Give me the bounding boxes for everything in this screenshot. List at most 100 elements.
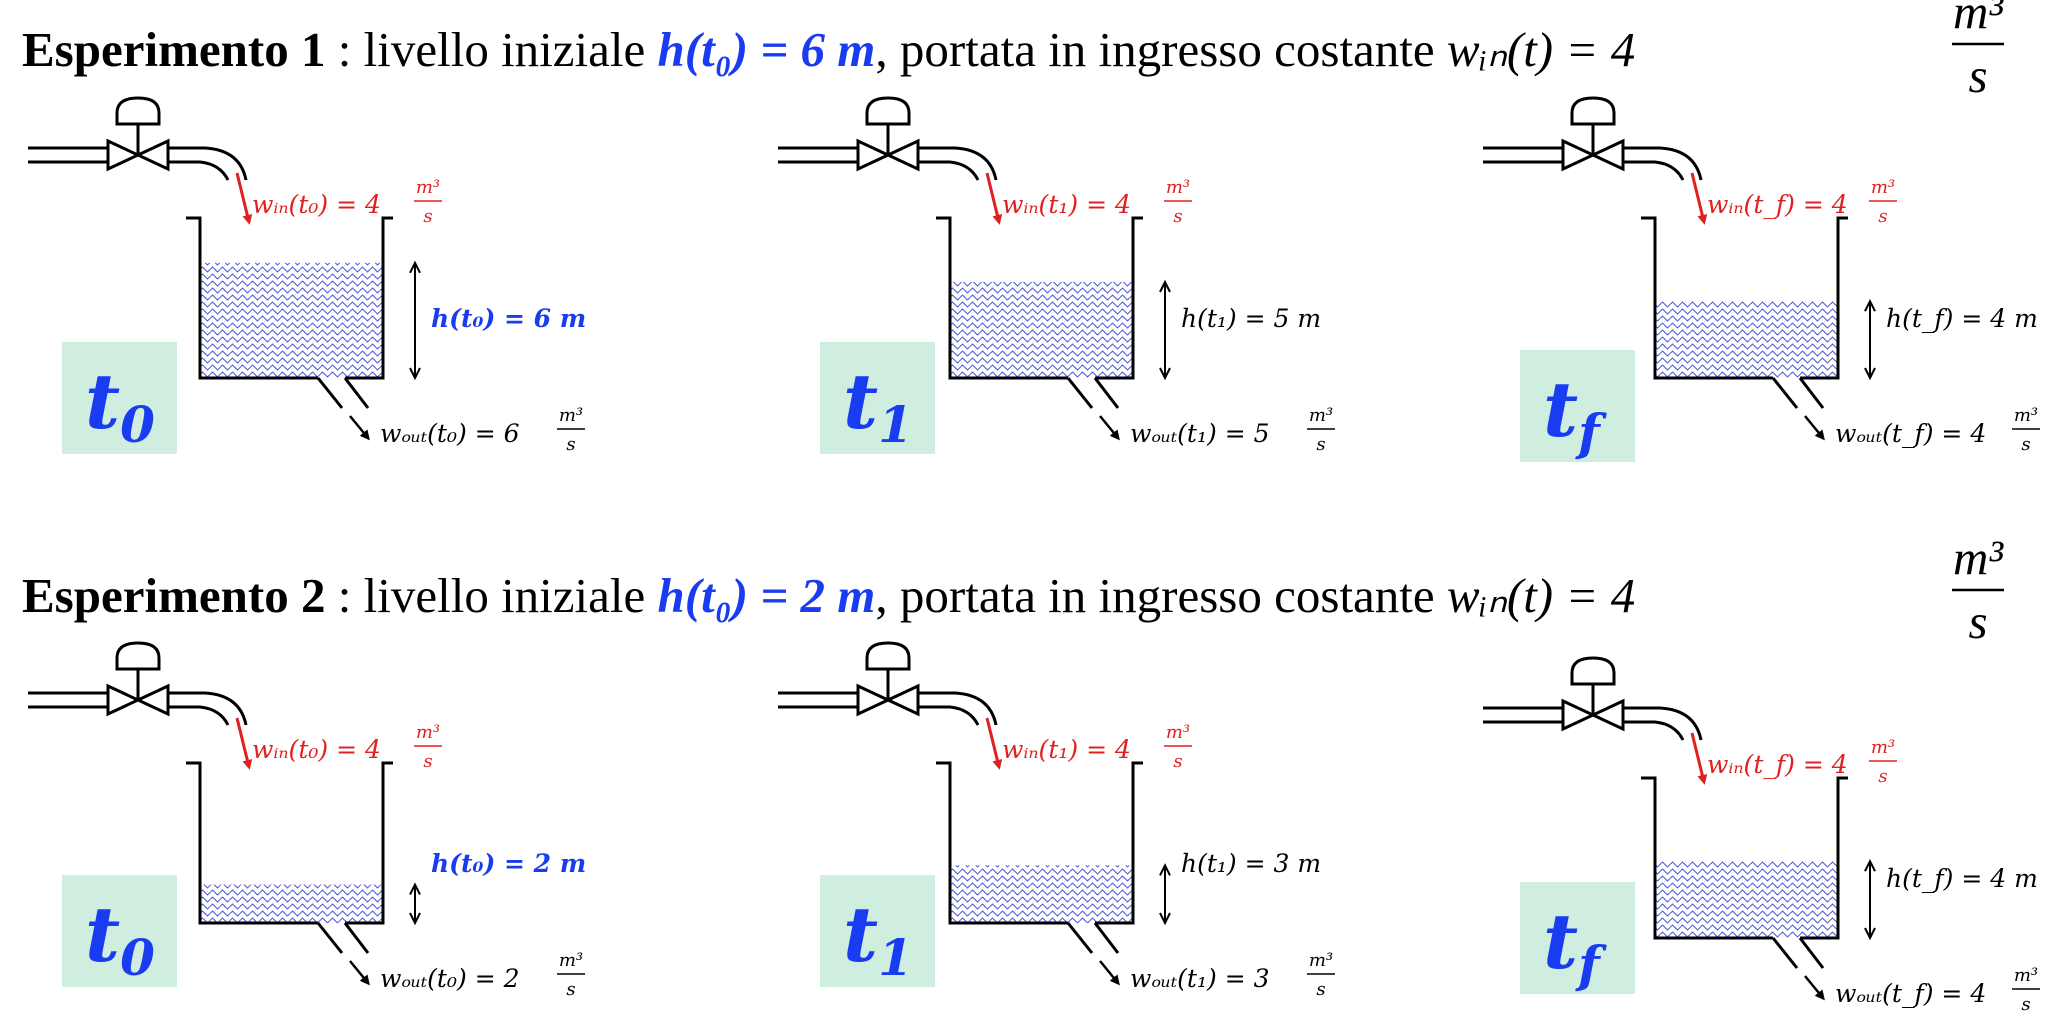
experiment-2-inflow-equation: wᵢₙ(t) = 4 [1447,568,1635,623]
outflow-arrow [1804,975,1825,1001]
time-label: t1 [843,890,913,987]
inflow-unit-den: s [1173,751,1182,772]
tank-outline [1641,776,1848,940]
outlet-pipe [1066,922,1120,954]
outflow-unit-num: m³ [1309,405,1333,426]
experiment-2-label: Esperimento 2 [22,568,326,623]
experiment-1-initial-level: h(t₀) = 6 m [658,22,876,77]
inflow-unit-den: s [1878,766,1887,787]
time-label: t0 [85,357,155,454]
inflow-unit-num: m³ [416,722,440,743]
level-arrowheads [1864,298,1876,381]
inflow-label: wᵢₙ(t₁) = 4 [1002,190,1131,219]
outflow-label: wₒᵤₜ(t_f) = 4 [1835,419,1986,448]
tank-outline [936,216,1143,380]
water-fill [200,262,383,378]
level-label: h(t₁) = 5 m [1181,304,1321,333]
experiment-2-mid-text: : livello iniziale [326,568,658,623]
experiment-1-title: Esperimento 1 : livello iniziale h(t₀) =… [22,0,2004,103]
experiment-2-unit-den: s [1968,594,1987,649]
inlet-pipe [28,146,248,181]
tank-outline [186,761,393,925]
time-label: tf [1543,897,1607,994]
experiment-1-unit-den: s [1968,48,1987,103]
time-label: t1 [843,357,913,454]
level-label: h(t_f) = 4 m [1886,864,2038,893]
time-box [62,342,177,454]
outlet-pipe [1066,377,1120,409]
inlet-pipe [1483,146,1703,181]
valve-icon [106,641,170,717]
outflow-label: wₒᵤₜ(t_f) = 4 [1835,979,1986,1008]
inflow-label: wᵢₙ(t₀) = 4 [252,735,381,764]
inflow-label: wᵢₙ(t₀) = 4 [252,190,381,219]
valve-icon [1561,656,1625,732]
outflow-arrow [1099,415,1120,441]
outflow-unit-num: m³ [2014,405,2038,426]
tank-outline [1641,216,1848,380]
svg-text:Esperimento 1 : livello inizia: Esperimento 1 : livello iniziale h(t₀) =… [22,22,1635,77]
outlet-pipe [316,922,370,954]
inflow-arrow [985,717,1003,770]
time-box [820,342,935,454]
experiment-2-initial-level: h(t₀) = 2 m [658,568,876,623]
valve-icon [856,641,920,717]
outflow-unit-den: s [566,434,575,455]
inflow-unit-den: s [1878,206,1887,227]
outflow-label: wₒᵤₜ(t₀) = 2 [380,964,520,993]
experiment-2-end-text: , portata in ingresso costante [875,568,1447,623]
outflow-arrow [349,960,370,986]
time-box [1520,350,1635,462]
level-arrowheads [1864,858,1876,941]
time-box [62,875,177,987]
level-arrowheads [1159,863,1171,926]
inflow-arrow [1690,172,1708,225]
time-box [820,875,935,987]
outflow-unit-num: m³ [559,950,583,971]
outlet-pipe [316,377,370,409]
water-fill [1655,861,1838,938]
experiment-1-label: Esperimento 1 [22,22,326,77]
inlet-pipe [778,146,998,181]
inflow-unit-num: m³ [416,177,440,198]
inflow-unit-den: s [423,206,432,227]
water-fill [200,884,383,923]
outflow-arrow [349,415,370,441]
experiment-1-inflow-equation: wᵢₙ(t) = 4 [1447,22,1635,77]
level-arrowheads [409,260,421,381]
inflow-unit-num: m³ [1871,737,1895,758]
valve-icon [1561,96,1625,172]
outlet-pipe [1771,937,1825,969]
inlet-pipe [28,691,248,726]
outflow-arrow [1804,415,1825,441]
outflow-unit-den: s [2021,434,2030,455]
time-box [1520,882,1635,994]
water-fill [950,865,1133,923]
inflow-unit-num: m³ [1166,722,1190,743]
inflow-unit-den: s [1173,206,1182,227]
outlet-pipe [1771,377,1825,409]
water-fill [950,282,1133,378]
outflow-unit-num: m³ [2014,965,2038,986]
inflow-arrow [235,717,253,770]
inflow-unit-num: m³ [1871,177,1895,198]
outflow-unit-den: s [1316,979,1325,1000]
outflow-unit-den: s [2021,994,2030,1015]
inlet-pipe [778,691,998,726]
outflow-unit-num: m³ [1309,950,1333,971]
outflow-arrow [1099,960,1120,986]
inflow-arrow [1690,732,1708,785]
water-fill [1655,301,1838,378]
outflow-unit-num: m³ [559,405,583,426]
level-arrowheads [409,882,421,926]
tank-outline [936,761,1143,925]
inflow-unit-num: m³ [1166,177,1190,198]
inflow-arrow [235,172,253,225]
